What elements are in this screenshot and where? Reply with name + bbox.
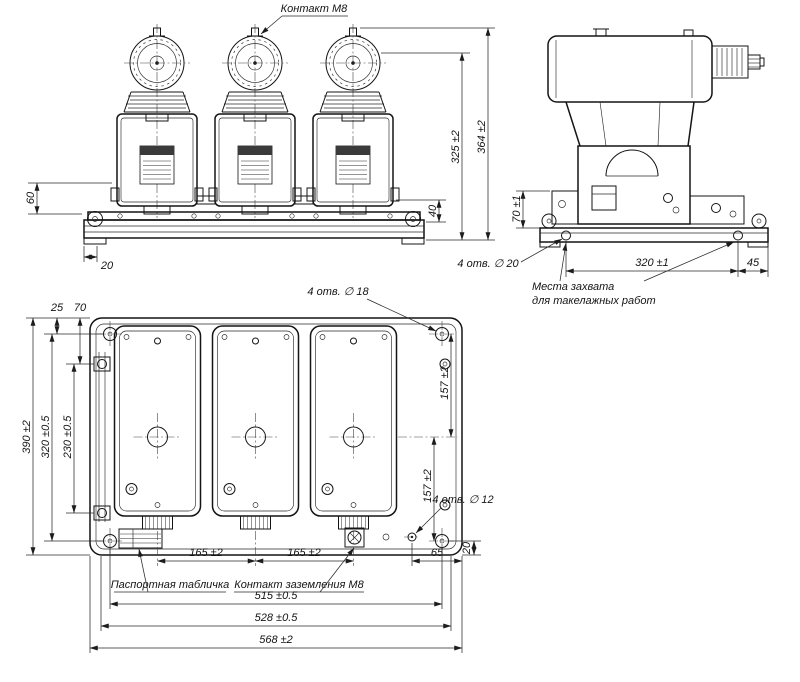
nameplate — [118, 528, 163, 549]
plan-view — [89, 317, 463, 556]
dim-plan-20: 20 — [461, 541, 473, 555]
label-lifting-line2: для такелажных работ — [532, 295, 656, 307]
dim-side-70: 70 ±1 — [511, 195, 523, 222]
left-drive-linkage — [93, 352, 111, 522]
base-frame-front — [83, 211, 425, 245]
side-view — [539, 28, 769, 248]
dim-side-45: 45 — [747, 257, 760, 269]
pole-side-housing — [547, 35, 713, 103]
label-holes-d12: 4 отв. ∅ 12 — [432, 494, 493, 506]
dim-plan-320: 320 ±0.5 — [40, 415, 52, 459]
side-view-dimensions: 70 ±1 320 ±1 45 4 отв. ∅ 20 Места захват… — [457, 190, 769, 307]
dim-plan-25: 25 — [50, 302, 64, 314]
label-holes-d18: 4 отв. ∅ 18 — [307, 286, 369, 298]
dim-plan-515: 515 ±0.5 — [255, 590, 299, 602]
dim-plan-157a: 157 ±2 — [439, 366, 451, 400]
side-terminal — [711, 45, 765, 79]
base-hole-d20-left — [561, 230, 571, 241]
label-holes-d20: 4 отв. ∅ 20 — [457, 258, 519, 270]
dim-plan-390: 390 ±2 — [21, 420, 33, 454]
label-lifting-line1: Места захвата — [532, 281, 614, 293]
dim-plan-528: 528 ±0.5 — [255, 612, 299, 624]
dim-plan-70: 70 — [74, 302, 87, 314]
dim-front-40: 40 — [427, 204, 439, 217]
front-view-dimensions: 60 20 40 325 ±2 364 ±2 Контакт М8 — [25, 3, 495, 272]
dim-plan-157b: 157 ±2 — [422, 469, 434, 503]
small-bolt — [382, 533, 390, 541]
label-contact-m8: Контакт М8 — [281, 3, 349, 15]
dim-front-20: 20 — [100, 260, 114, 272]
dim-plan-568: 568 ±2 — [259, 634, 293, 646]
plan-view-dimensions: 25 70 390 ±2 320 ±0.5 230 ±0.5 157 ±2 15… — [21, 286, 494, 653]
label-nameplate: Паспортная табличка — [111, 579, 230, 591]
dim-front-325: 325 ±2 — [450, 130, 462, 164]
label-ground-contact: Контакт заземления М8 — [234, 579, 364, 591]
lifting-eyelet-left — [87, 211, 103, 227]
base-hole-d20-right — [733, 230, 743, 241]
dim-front-364: 364 ±2 — [476, 120, 488, 154]
ground-contact-bolt — [344, 527, 365, 548]
dim-plan-165a: 165 ±2 — [189, 547, 223, 559]
dim-plan-65: 65 — [431, 547, 444, 559]
base-plate-outline — [89, 317, 463, 556]
front-view — [83, 23, 425, 245]
dim-front-60: 60 — [25, 191, 37, 204]
lifting-eyelet-right — [405, 211, 421, 227]
base-frame-side — [539, 213, 769, 248]
dim-plan-230: 230 ±0.5 — [62, 415, 74, 460]
side-mechanism — [551, 145, 745, 225]
dim-plan-165b: 165 ±2 — [287, 547, 321, 559]
dim-side-320: 320 ±1 — [635, 257, 669, 269]
